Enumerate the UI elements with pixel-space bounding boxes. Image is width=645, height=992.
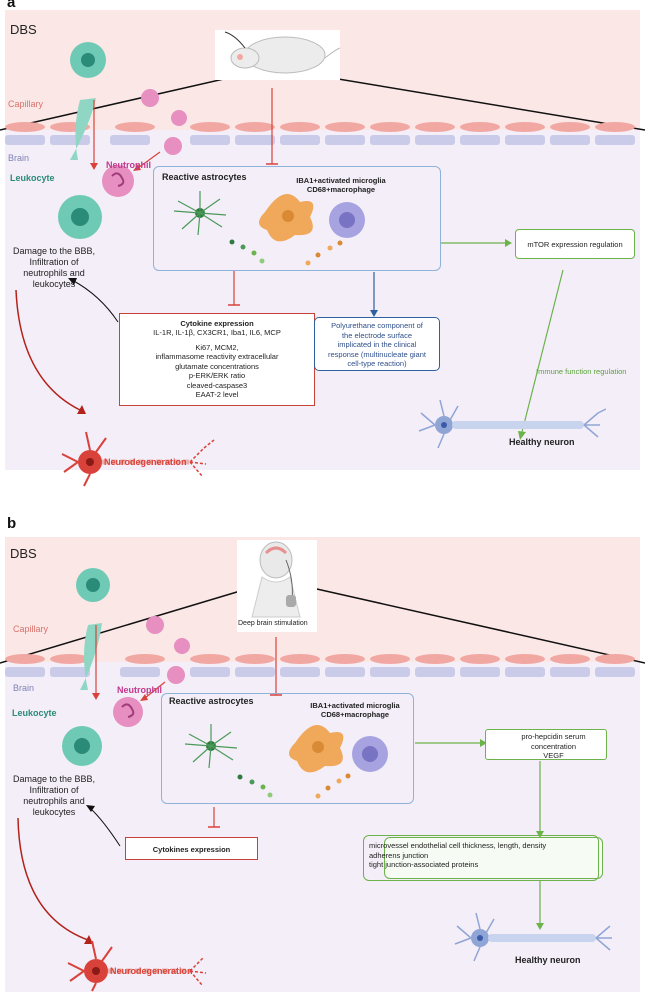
microglia-icon — [258, 194, 314, 242]
panel-a-graphics — [0, 10, 645, 487]
neutrophil-brain-b — [113, 697, 143, 727]
leukocyte-brain — [58, 195, 102, 239]
cell-response-box-a — [153, 166, 441, 271]
healthy-neuron-icon — [418, 399, 607, 449]
brain-cell-row — [5, 135, 635, 145]
iba-label-a: IBA1+activated microglia CD68+macrophage — [296, 176, 386, 194]
brain-label-b: Brain — [13, 683, 35, 693]
damage-text-b: Damage to the BBB, Infiltration of neutr… — [12, 774, 96, 817]
reactive-astrocytes-label-a: Reactive astrocytes — [162, 172, 247, 182]
head-icon — [251, 541, 301, 618]
orange-dots-b — [315, 773, 351, 799]
microvessel-box-back — [384, 837, 603, 879]
neutrophil-capillary — [141, 89, 187, 155]
capillary-label-a: Capillary — [8, 99, 44, 109]
microvessel-box-b: microvessel endothelial cell thickness, … — [363, 835, 599, 881]
neurodegeneration-label-a: Neurodegeneration — [104, 457, 187, 467]
capillary-label-b: Capillary — [13, 624, 49, 634]
endothelial-row — [5, 122, 635, 132]
reactive-astrocytes-label-b: Reactive astrocytes — [169, 696, 254, 706]
damage-text-a: Damage to the BBB, Infiltration of neutr… — [12, 246, 96, 289]
microglia-icon-b — [288, 725, 344, 773]
panel-a: a — [0, 0, 645, 487]
immune-label-a: Immune function regulation — [536, 367, 627, 376]
macrophage-icon — [329, 202, 365, 238]
hepcidin-box-b: pro-hepcidin serum concentration VEGF — [485, 729, 607, 760]
deep-brain-label: Deep brain stimulation — [238, 620, 308, 627]
neutrophil-capillary-b — [146, 616, 190, 684]
astrocyte-icon — [173, 191, 227, 236]
degenerating-neuron-icon-b — [67, 940, 207, 992]
mouse-icon — [224, 31, 341, 74]
panel-letter-b: b — [7, 515, 17, 532]
healthy-neuron-icon-b — [454, 912, 612, 962]
endothelial-row-b — [5, 654, 635, 664]
neutrophil-brain — [102, 165, 134, 197]
orange-dots — [305, 240, 343, 266]
leukocyte-label-a: Leukocyte — [10, 173, 55, 183]
neurodegeneration-label-b: Neurodegeneration — [110, 966, 193, 976]
neutrophil-label-a: Neutrophil — [106, 160, 151, 170]
panel-letter-a: a — [7, 0, 16, 11]
green-dots-b — [237, 774, 273, 798]
dbs-label-a: DBS — [10, 22, 37, 37]
neutrophil-label-b: Neutrophil — [117, 685, 162, 695]
iba-label-b: IBA1+activated microglia CD68+macrophage — [310, 701, 400, 719]
dbs-label-b: DBS — [10, 546, 37, 561]
healthy-neuron-label-b: Healthy neuron — [515, 955, 581, 965]
capillary-region-b — [5, 537, 640, 662]
leukocyte-label-b: Leukocyte — [12, 708, 57, 718]
cytokine-box-a: Cytokine expression IL-1R, IL-1β, CX3CR1… — [119, 313, 315, 406]
cytokines-box-b: Cytokines expression — [125, 837, 258, 860]
leukocyte-brain-b — [62, 726, 102, 766]
panel-b-graphics — [0, 537, 645, 992]
macrophage-icon-b — [352, 736, 388, 772]
mtor-box-a: mTOR expression regulation — [515, 229, 635, 259]
panel-b: b — [0, 515, 645, 992]
green-dots — [229, 239, 265, 264]
leukocyte-capillary — [70, 42, 106, 160]
astrocyte-icon-b — [184, 724, 238, 769]
polyurethane-box-a: Polyurethane component of the electrode … — [314, 317, 440, 371]
healthy-neuron-label-a: Healthy neuron — [509, 437, 575, 447]
brain-label-a: Brain — [8, 153, 30, 163]
degenerating-neuron-icon — [61, 431, 215, 487]
brain-cell-row-b — [5, 667, 635, 677]
cell-response-box-b — [161, 693, 414, 804]
